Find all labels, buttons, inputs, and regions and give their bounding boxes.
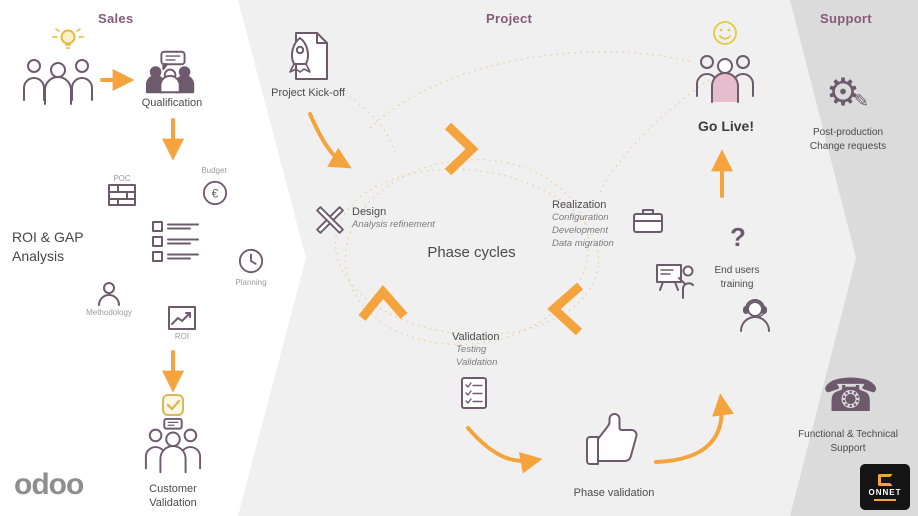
qualification-label: Qualification (141, 97, 203, 109)
qualification-icon (144, 50, 200, 94)
sales-section-heading: Sales (98, 11, 134, 26)
odoo-logo: odoo (14, 468, 84, 501)
go-live-team-icon (692, 48, 758, 115)
dotted-arc-right (597, 69, 725, 197)
budget-label: Budget (201, 166, 227, 175)
methodology-label: Methodology (86, 308, 132, 317)
checklist-hub-icon (152, 220, 200, 267)
cycle-chevron-top (444, 122, 479, 176)
budget-icon: € (202, 180, 228, 211)
poc-icon (108, 184, 136, 211)
project-kickoff-icon (284, 30, 330, 87)
onnet-wordmark: ONNET (868, 487, 902, 497)
question-mark-icon: ? (730, 222, 746, 252)
post-production-icon: ⚙ ✎ (826, 74, 876, 120)
project-kickoff-label: Project Kick-off (271, 87, 345, 99)
pencil-icon: ✎ (854, 91, 870, 111)
customer-validation-icon (142, 418, 204, 483)
cycle-dotted-ellipse-2 (334, 168, 600, 336)
project-chevron (238, 0, 856, 516)
cycle-chevron-left (358, 285, 408, 321)
end-users-training-label: End users training (714, 265, 760, 290)
realization-subtitles: Configuration Development Data migration (552, 212, 614, 249)
functional-support-label: Functional & Technical Support (798, 429, 898, 454)
roi-chart-icon (168, 306, 196, 335)
design-tools-icon (316, 206, 344, 239)
thumbs-up-icon (584, 412, 642, 473)
customer-validation-label: Customer Validation (149, 483, 197, 510)
lightbulb-icon (52, 28, 84, 49)
go-live-label: Go Live! (697, 118, 754, 134)
gear-icon: ⚙ (826, 72, 861, 114)
phone-icon: ☎ (822, 369, 880, 421)
arrow-kickoff-to-cycle (308, 112, 352, 169)
validation-checklist-icon (460, 376, 490, 415)
phase-cycles-title: Phase cycles (427, 244, 516, 261)
arrow-validation-to-phase-validation (466, 426, 543, 474)
onnet-accent-bar (874, 498, 896, 501)
end-user-headset-icon (736, 296, 774, 337)
project-section-heading: Project (486, 11, 533, 26)
cycle-chevron-bottom-right (547, 282, 583, 336)
euro-glyph: € (212, 187, 219, 201)
validation-subtitles: Testing Validation (456, 344, 498, 368)
prospect-team-icon (20, 24, 98, 114)
planning-label: Planning (235, 278, 267, 287)
validation-checkbox-icon (162, 394, 184, 421)
realization-title: Realization (552, 199, 607, 211)
methodology-icon (96, 280, 122, 311)
arrow-phase-validation-to-training (654, 393, 734, 464)
post-production-label: Post-production Change requests (809, 127, 887, 152)
cycle-dotted-ellipse-1 (344, 158, 590, 346)
phase-validation-label: Phase validation (573, 487, 655, 499)
design-subtitle: Analysis refinement (352, 219, 435, 230)
roi-label: ROI (174, 332, 190, 341)
planning-icon (238, 248, 264, 279)
design-title: Design (352, 206, 387, 218)
poc-label: POC (113, 174, 131, 183)
trainer-whiteboard-icon (656, 262, 696, 305)
briefcase-icon (632, 206, 664, 239)
dotted-arc-top (369, 51, 693, 129)
support-section-heading: Support (820, 11, 872, 26)
validation-title: Validation (452, 331, 500, 343)
onnet-mark-icon (877, 473, 893, 486)
dotted-arc-kickoff (343, 93, 397, 157)
smiley-icon (712, 20, 738, 51)
roi-gap-title: ROI & GAP Analysis (12, 229, 84, 264)
onnet-logo: ONNET (860, 464, 910, 510)
